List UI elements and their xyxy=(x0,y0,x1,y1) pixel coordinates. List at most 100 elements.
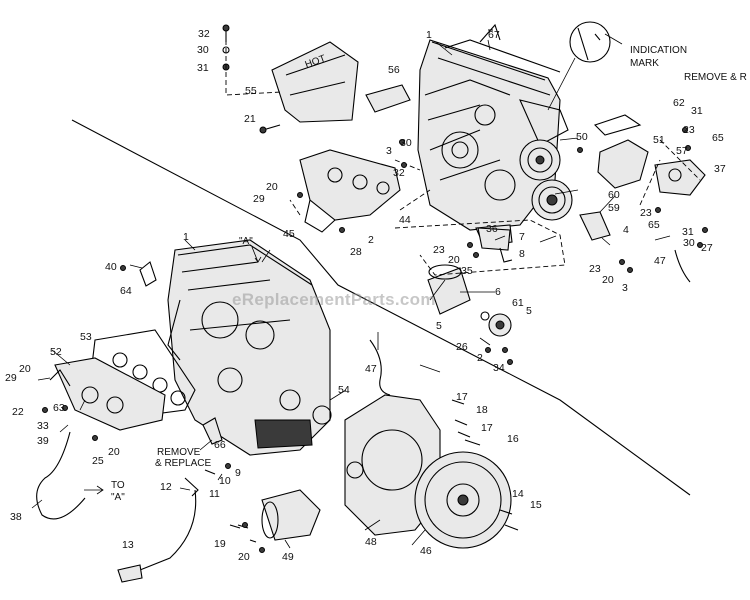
remove-replace-line1: REMOVE xyxy=(157,447,201,458)
callout-47: 47 xyxy=(365,363,377,375)
callout-44: 44 xyxy=(399,214,411,226)
flywheel xyxy=(414,451,512,549)
callout-49: 49 xyxy=(282,551,294,563)
callout-50: 50 xyxy=(576,131,588,143)
lower-engine xyxy=(139,239,331,456)
callout-37: 37 xyxy=(714,163,726,175)
hardware-dots xyxy=(42,127,708,553)
callout-26: 26 xyxy=(456,341,468,353)
callout-14: 14 xyxy=(512,488,524,500)
callout-33: 33 xyxy=(37,420,49,432)
callout-20: 20 xyxy=(448,254,460,266)
oil-filter xyxy=(427,264,512,337)
callout-20: 20 xyxy=(266,181,278,193)
callout-34: 34 xyxy=(493,362,505,374)
callout-3: 3 xyxy=(386,145,392,157)
callout-23: 23 xyxy=(640,207,652,219)
callout-23: 23 xyxy=(683,124,695,136)
callout-40: 40 xyxy=(105,261,117,273)
group-outline-right xyxy=(639,139,701,206)
callout-36: 36 xyxy=(486,223,498,235)
callout-21: 21 xyxy=(244,113,256,125)
callout-23: 23 xyxy=(589,263,601,275)
callout-17: 17 xyxy=(481,422,493,434)
callout-65: 65 xyxy=(712,132,724,144)
callout-29: 29 xyxy=(5,372,17,384)
callout-1: 1 xyxy=(183,231,189,243)
upper-engine xyxy=(417,21,623,247)
a-marker-label: "A" xyxy=(239,236,253,247)
callout-62: 62 xyxy=(673,97,685,109)
callout-31: 31 xyxy=(682,226,694,238)
exhaust-manifold-upper xyxy=(289,149,431,233)
engine-cover: HOT xyxy=(271,41,411,123)
callout-35: 35 xyxy=(461,265,473,277)
callout-1: 1 xyxy=(426,29,432,41)
exhaust-manifold-lower xyxy=(36,357,166,520)
callout-27: 27 xyxy=(701,242,713,254)
callout-29: 29 xyxy=(253,193,265,205)
callout-39: 39 xyxy=(37,435,49,447)
callout-17: 17 xyxy=(456,391,468,403)
mount-bracket xyxy=(579,114,706,283)
callout-52: 52 xyxy=(50,346,62,358)
callout-19: 19 xyxy=(214,538,226,550)
callout-32: 32 xyxy=(198,28,210,40)
callout-15: 15 xyxy=(530,499,542,511)
indication-mark-line1: INDICATION xyxy=(630,45,687,56)
callout-64: 64 xyxy=(120,285,132,297)
callout-30: 30 xyxy=(683,237,695,249)
callout-5: 5 xyxy=(436,320,442,332)
callout-54: 54 xyxy=(338,384,350,396)
remove-replace-line2: & REPLACE xyxy=(155,458,211,469)
callout-8: 8 xyxy=(519,248,525,260)
callout-4: 4 xyxy=(623,224,629,236)
callout-51: 51 xyxy=(653,134,665,146)
callout-11: 11 xyxy=(209,488,220,500)
callout-38: 38 xyxy=(10,511,22,523)
callout-23: 23 xyxy=(433,244,445,256)
callout-12: 12 xyxy=(160,481,172,493)
callout-61: 61 xyxy=(512,297,524,309)
callout-48: 48 xyxy=(365,536,377,548)
bolt-stack-top xyxy=(222,24,283,134)
callout-22: 22 xyxy=(12,406,24,418)
to-a-arrow xyxy=(84,485,104,495)
callout-32: 32 xyxy=(393,167,405,179)
callout-59: 59 xyxy=(608,202,620,214)
callout-5: 5 xyxy=(526,305,532,317)
callout-30: 30 xyxy=(197,44,209,56)
starter-motor xyxy=(237,489,321,543)
callout-10: 10 xyxy=(219,475,231,487)
callout-7: 7 xyxy=(519,231,525,243)
fasteners-right xyxy=(204,399,519,531)
group-outline-upper xyxy=(394,219,566,276)
sensor-bracket xyxy=(202,417,223,445)
callout-31: 31 xyxy=(197,62,209,74)
callout-67: 67 xyxy=(488,29,500,41)
callout-20: 20 xyxy=(602,274,614,286)
oil-filter-adapter xyxy=(477,227,513,263)
indication-mark-line2: MARK xyxy=(630,58,659,69)
watermark: eReplacementParts.com xyxy=(232,290,436,309)
callout-28: 28 xyxy=(350,246,362,258)
callout-53: 53 xyxy=(80,331,92,343)
callout-47: 47 xyxy=(654,255,666,267)
callout-2: 2 xyxy=(477,352,483,364)
callout-20: 20 xyxy=(238,551,250,563)
callout-63: 63 xyxy=(53,402,65,414)
divider-line xyxy=(71,119,691,496)
callout-57: 57 xyxy=(676,145,688,157)
remove-replace-top: REMOVE & R xyxy=(684,72,747,83)
callout-65: 65 xyxy=(648,219,660,231)
to-a-line2: "A" xyxy=(111,492,125,503)
callout-16: 16 xyxy=(507,433,519,445)
callout-46: 46 xyxy=(420,545,432,557)
callout-18: 18 xyxy=(476,404,488,416)
callout-9: 9 xyxy=(235,467,241,479)
callout-25: 25 xyxy=(92,455,104,467)
callout-20: 20 xyxy=(19,363,31,375)
callout-55: 55 xyxy=(245,85,257,97)
